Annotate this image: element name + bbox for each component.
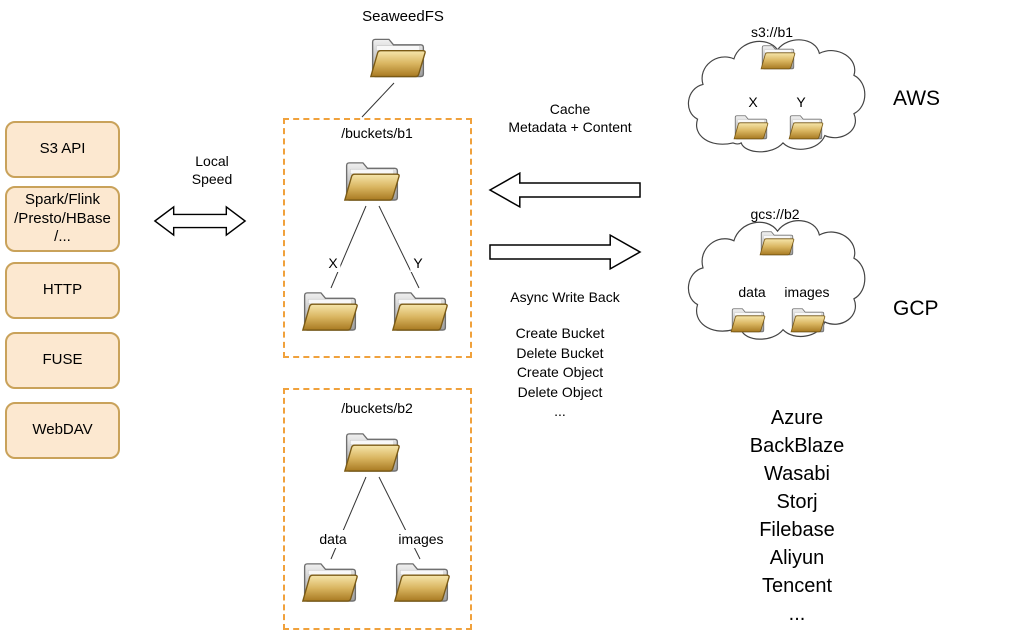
operation-item: Delete Object	[517, 383, 603, 400]
api-box-label: S3 API	[39, 140, 86, 158]
api-box-spark: Spark/Flink /Presto/HBase /...	[5, 186, 120, 252]
seaweedfs-title: SeaweedFS	[362, 8, 444, 25]
provider-item: BackBlaze	[749, 435, 845, 457]
folder-icon	[302, 292, 358, 331]
operations-list: Create Bucket Delete Bucket Create Objec…	[516, 324, 605, 422]
bucket-path-label: /buckets/b1	[341, 125, 413, 141]
cloud-bucket-label: s3://b1	[750, 24, 794, 40]
folder-icon	[760, 45, 796, 70]
folder-icon	[733, 115, 769, 140]
folder-icon	[392, 292, 448, 331]
branch-label-images: images	[395, 530, 447, 548]
folder-icon	[344, 162, 400, 201]
branch-label-data: data	[735, 283, 769, 301]
branch-label-data: data	[316, 530, 350, 548]
left-arrow-icon	[488, 171, 641, 209]
double-arrow-icon	[153, 205, 247, 237]
provider-item: Aliyun	[769, 547, 825, 569]
branch-label-y: Y	[410, 254, 426, 272]
bucket-path-label: /buckets/b2	[341, 400, 413, 416]
branch-label-x: X	[325, 254, 341, 272]
api-box-label: HTTP	[42, 281, 83, 299]
folder-icon	[344, 433, 400, 472]
bucket-box-b2	[283, 388, 472, 630]
api-box-webdav: WebDAV	[5, 402, 120, 459]
cache-label: Cache Metadata + Content	[508, 101, 632, 135]
folder-icon	[370, 38, 426, 78]
cloud-bucket-label: gcs://b2	[750, 206, 800, 222]
folder-icon	[730, 308, 766, 333]
folder-icon	[790, 308, 826, 333]
operation-item: Create Bucket	[515, 325, 605, 341]
folder-icon	[302, 563, 358, 602]
right-arrow-icon	[489, 233, 642, 271]
api-box-label: Spark/Flink /Presto/HBase /...	[14, 190, 111, 246]
api-box-http: HTTP	[5, 262, 120, 319]
provider-list: Azure BackBlaze Wasabi Storj Filebase Al…	[750, 404, 845, 628]
api-box-s3: S3 API	[5, 121, 120, 178]
api-box-label: WebDAV	[32, 421, 93, 439]
cloud-name-gcp: GCP	[893, 297, 939, 320]
provider-item: Filebase	[759, 519, 835, 541]
provider-item: Storj	[776, 491, 818, 513]
branch-label-images: images	[781, 283, 833, 301]
bucket-box-b1	[283, 118, 472, 358]
branch-label-x: X	[745, 93, 761, 111]
provider-item: Azure	[770, 407, 824, 429]
operation-item: Delete Bucket	[516, 344, 604, 361]
folder-icon	[788, 115, 824, 140]
local-speed-label: Local Speed	[191, 153, 233, 187]
folder-icon	[759, 231, 795, 256]
provider-item: ...	[788, 603, 806, 625]
api-box-label: FUSE	[42, 351, 83, 369]
api-box-fuse: FUSE	[5, 332, 120, 389]
operation-item: Create Object	[516, 364, 604, 380]
async-write-back-label: Async Write Back	[510, 289, 620, 305]
provider-item: Tencent	[761, 575, 833, 597]
operation-item: ...	[554, 403, 566, 419]
cloud-name-aws: AWS	[893, 87, 941, 110]
branch-label-y: Y	[793, 93, 809, 111]
provider-item: Wasabi	[764, 463, 830, 485]
folder-icon	[394, 563, 450, 602]
